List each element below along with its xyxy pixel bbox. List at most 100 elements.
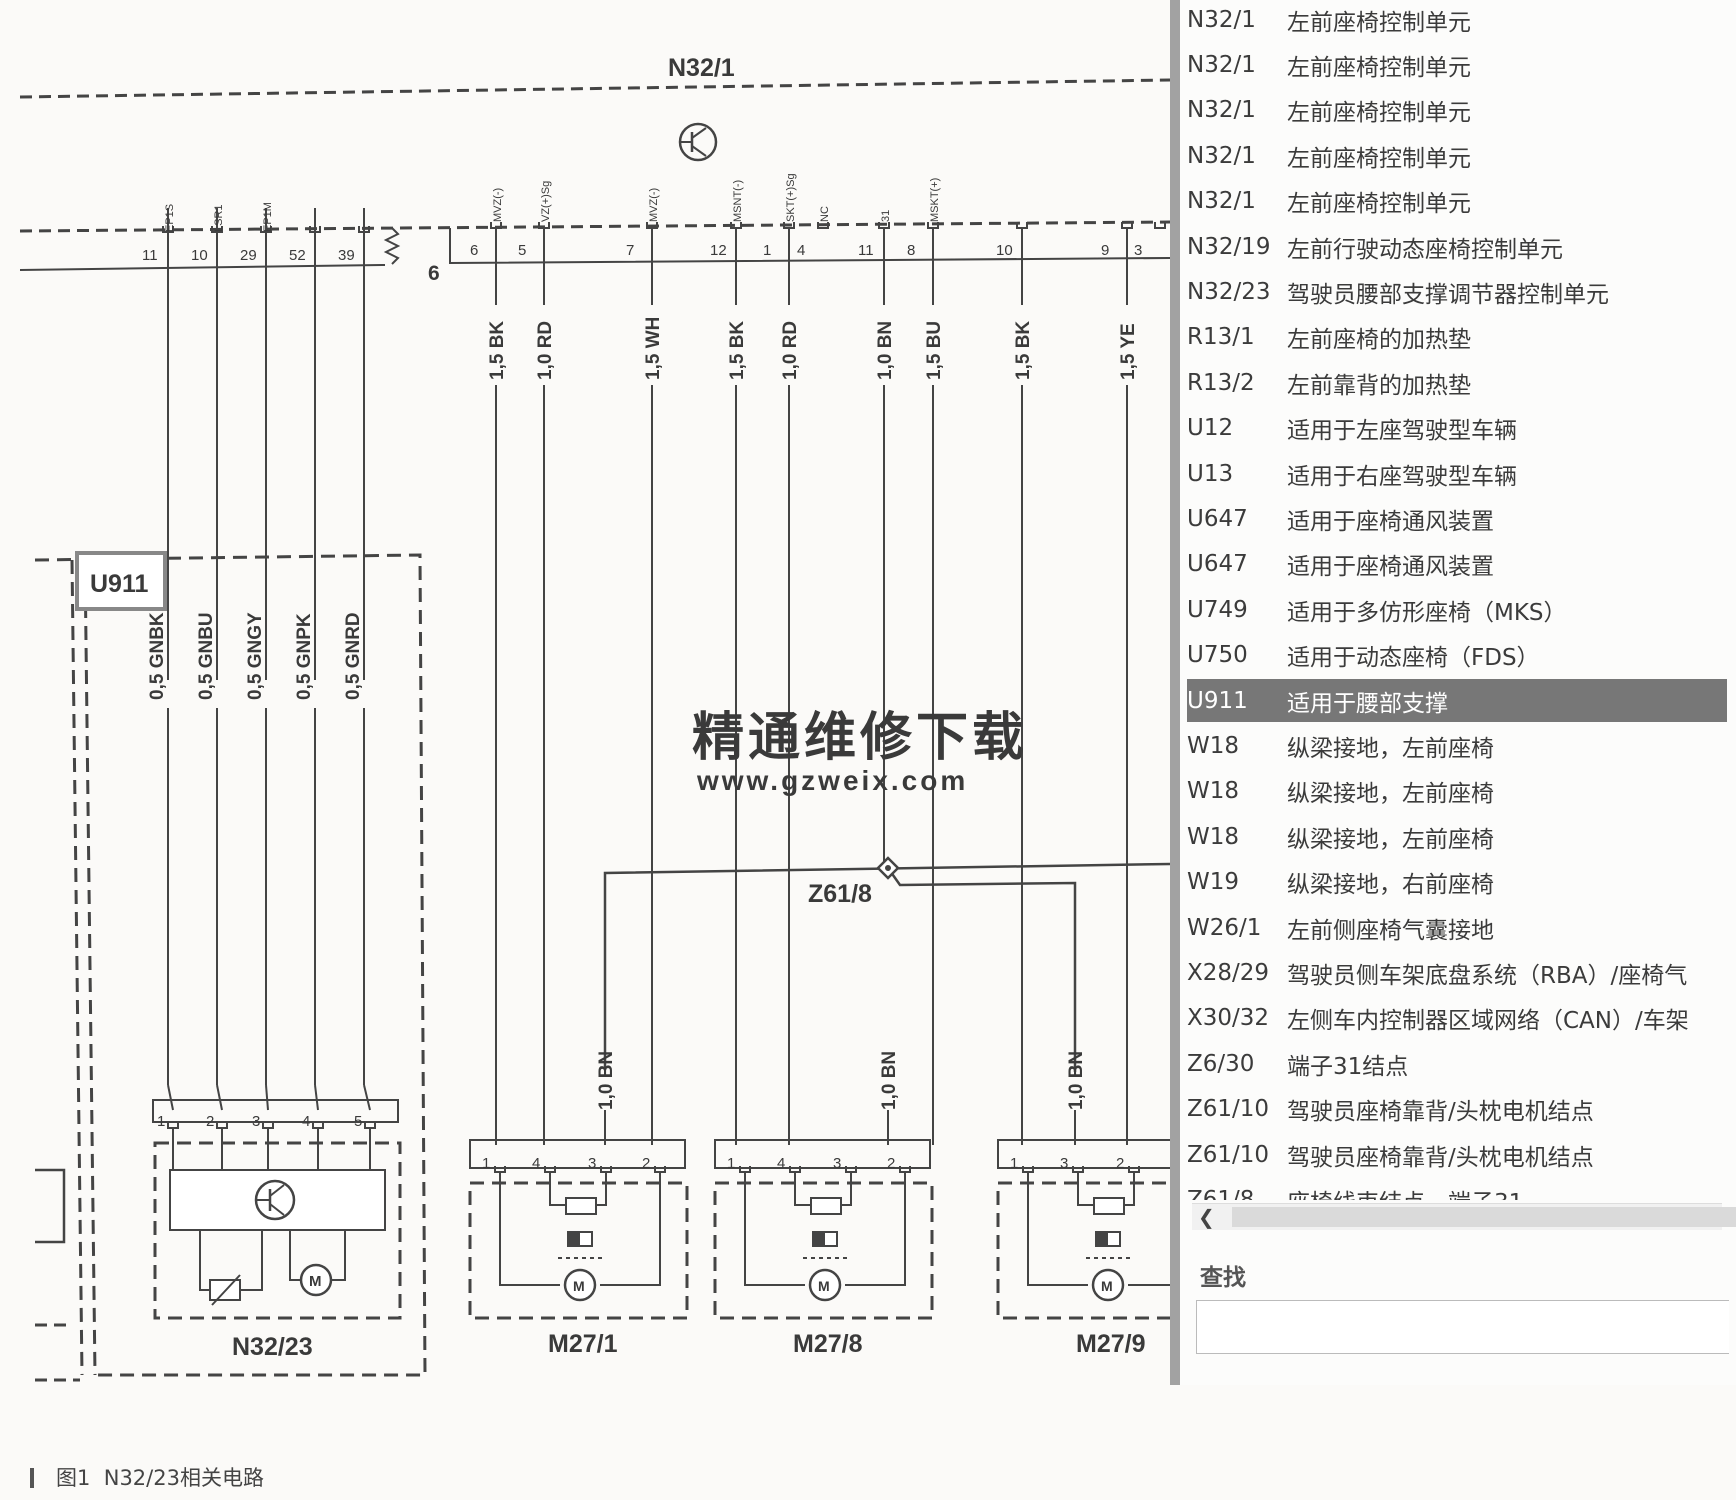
ground-bus: [603, 862, 1171, 1070]
n32-23-pin: 1: [157, 1113, 179, 1170]
pin-number: 2: [1116, 1155, 1124, 1172]
list-item-description: 左前侧座椅气囊接地: [1287, 917, 1494, 944]
list-item-code: R13/1: [1187, 324, 1255, 351]
list-item-code: X30/32: [1187, 1005, 1270, 1032]
signal-label: MVZ(-): [648, 188, 660, 222]
list-item-description: 左前座椅控制单元: [1287, 100, 1471, 127]
list-item-code: W18: [1187, 732, 1240, 759]
list-item[interactable]: W18 纵梁接地，左前座椅: [1187, 815, 1727, 858]
chevron-left-icon[interactable]: ❮: [1198, 1205, 1215, 1229]
wire-color-label: 0,5 GNGY: [245, 612, 266, 700]
list-item-description: 左前座椅控制单元: [1287, 54, 1471, 81]
signal-label: LSR1: [213, 204, 225, 232]
search-label: 查找: [1200, 1265, 1246, 1291]
signal-label: MVZ(-): [492, 188, 504, 222]
n32-1-boundary-top: [19, 78, 1171, 99]
list-item[interactable]: W26/1 左前侧座椅气囊接地: [1187, 906, 1727, 949]
motor-icon: M: [299, 1263, 333, 1297]
list-item-description: 纵梁接地，左前座椅: [1287, 826, 1494, 853]
signal-label: MSNT(-): [732, 180, 744, 222]
list-item-description: 左前座椅的加热垫: [1287, 327, 1471, 354]
u911-boundary-left-outer: [70, 559, 84, 1376]
list-item-code: Z61/8: [1187, 1186, 1255, 1200]
list-item[interactable]: X30/32 左侧车内控制器区域网络（CAN）/车架: [1187, 997, 1727, 1040]
connector-right-bar: [449, 228, 1171, 265]
list-item[interactable]: Z61/8座椅线束结点，端子31: [1187, 1178, 1727, 1200]
list-item-description: 左前座椅控制单元: [1287, 9, 1471, 36]
list-item-code: Z61/10: [1187, 1096, 1270, 1123]
list-item-code: R13/2: [1187, 369, 1255, 396]
list-item-code: W18: [1187, 823, 1240, 850]
svg-text:M: M: [573, 1278, 585, 1294]
list-item-code: W18: [1187, 778, 1240, 805]
list-item-description: 左侧车内控制器区域网络（CAN）/车架: [1287, 1008, 1689, 1035]
connector-left-bar: [19, 264, 386, 271]
wire-color-label: 1,5 WH: [643, 317, 664, 380]
connector-6-label: 6: [428, 262, 440, 285]
caption-title: N32/23相关电路: [103, 1466, 264, 1490]
list-item[interactable]: Z61/10 驾驶员座椅靠背/头枕电机结点: [1187, 1088, 1727, 1131]
list-item[interactable]: R13/1 左前座椅的加热垫: [1187, 316, 1727, 359]
pin-number: 29: [240, 247, 257, 264]
list-item-code: W26/1: [1187, 914, 1262, 941]
n32-23-pin: 3: [252, 1113, 274, 1170]
pin-number: 8: [907, 242, 915, 259]
list-item-code: N32/1: [1187, 142, 1256, 169]
ground-wire-label: 1,0 BN: [1066, 1051, 1087, 1110]
scrollbar-thumb[interactable]: [1232, 1207, 1736, 1227]
pin-number: 11: [858, 242, 874, 259]
list-item-description: 左前座椅控制单元: [1287, 145, 1471, 172]
pin-number: 2: [642, 1155, 650, 1172]
list-item-code: U647: [1187, 551, 1248, 578]
pin-number: 3: [588, 1155, 596, 1172]
horizontal-scrollbar[interactable]: ❮: [1192, 1203, 1736, 1230]
pin-number: 5: [518, 242, 526, 259]
list-item-code: U911: [1187, 687, 1248, 714]
n32-23-pin: 2: [206, 1113, 228, 1170]
list-item-description: 纵梁接地，右前座椅: [1287, 872, 1494, 899]
list-item-description: 左前行驶动态座椅控制单元: [1287, 236, 1563, 263]
ground-wire-label: 1,0 BN: [596, 1051, 617, 1110]
list-item[interactable]: N32/1 左前座椅控制单元: [1187, 134, 1727, 177]
list-item[interactable]: N32/1 左前座椅控制单元: [1187, 89, 1727, 132]
transistor-icon: [678, 122, 718, 162]
list-item-description: 驾驶员座椅靠背/头枕电机结点: [1287, 1099, 1594, 1126]
list-item-code: U750: [1187, 642, 1248, 669]
n32-1-boundary-inner: [19, 220, 1171, 233]
signal-label: NC: [819, 206, 831, 222]
search-input[interactable]: [1196, 1300, 1729, 1354]
list-item-code: N32/1: [1187, 97, 1256, 124]
list-item-description: 端子31结点: [1287, 1053, 1409, 1080]
wire-color-label: 0,5 GNPK: [294, 613, 315, 700]
pin-number: 10: [996, 242, 1013, 259]
motor-icon: [808, 1268, 842, 1302]
pin-number: 1: [1010, 1155, 1018, 1172]
